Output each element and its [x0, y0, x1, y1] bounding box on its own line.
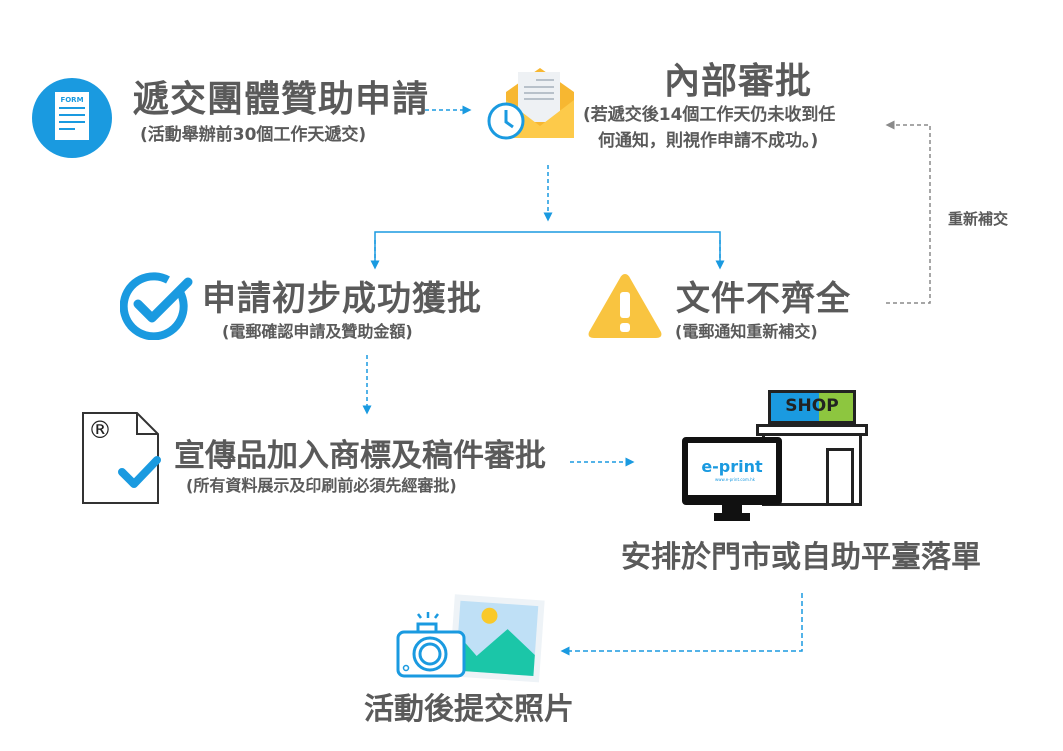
submit-note: (活動舉辦前30個工作天遞交) [140, 125, 367, 145]
submit-title: 遞交團體贊助申請 [133, 79, 430, 120]
check-circle-icon [120, 272, 193, 340]
trademark-document-icon [82, 412, 161, 504]
artwork-note: (所有資料展示及印刷前必須先經審批) [186, 476, 457, 495]
review-note-line2: 何通知，則視作申請不成功。) [598, 131, 819, 151]
eprint-url: www.e-print.com.hk [715, 477, 755, 482]
branch-bar [374, 231, 721, 265]
loop-arrow-resubmit [885, 120, 931, 304]
photos-title: 活動後提交照片 [364, 692, 574, 727]
shop-sign-text: SHOP [785, 396, 839, 416]
incomplete-title: 文件不齊全 [676, 279, 851, 319]
approved-note: (電郵確認申請及贊助金額) [222, 322, 413, 341]
registered-mark: ® [88, 416, 112, 444]
resubmit-label: 重新補交 [948, 210, 1009, 228]
order-title: 安排於門市或自助平臺落單 [621, 540, 981, 575]
review-title: 內部審批 [664, 61, 813, 102]
computer-monitor-icon: e-print www.e-print.com.hk [682, 437, 782, 523]
review-note-line1: (若遞交後14個工作天仍未收到任 [583, 105, 836, 125]
incomplete-note: (電郵通知重新補交) [675, 322, 818, 341]
form-icon: FORM [32, 78, 112, 158]
warning-icon [588, 274, 662, 338]
camera-photo-icon [396, 594, 545, 683]
artwork-title: 宣傳品加入商標及稿件審批 [174, 438, 546, 474]
arrow-order-to-photos [560, 593, 803, 656]
shop-icon: SHOP [756, 390, 874, 508]
eprint-logo: e-print [701, 457, 763, 476]
envelope-clock-icon [487, 68, 574, 140]
approved-title: 申請初步成功獲批 [202, 279, 482, 319]
form-icon-label: FORM [60, 96, 84, 104]
